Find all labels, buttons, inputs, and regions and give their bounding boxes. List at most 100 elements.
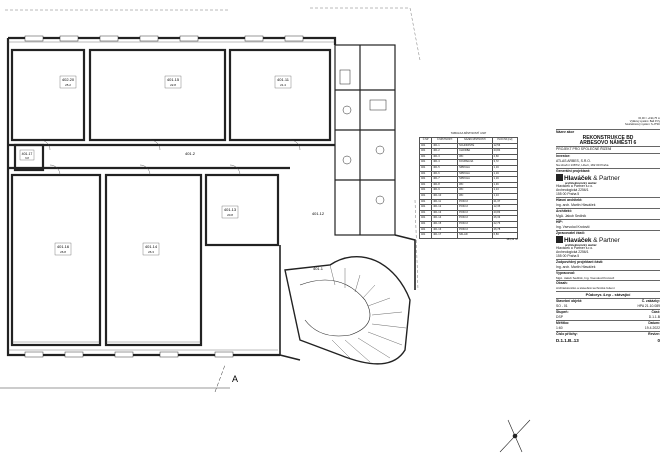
room-id-401-14: 401.14 (145, 244, 158, 249)
room-labels (19, 75, 292, 256)
architect-name: Ing. arch. Martin Hlaváček (556, 203, 596, 207)
title-block: Název akce REKONSTRUKCE BD ARBESOVO NÁMĚ… (556, 129, 660, 343)
logo-sub: architektonický ateliér (565, 242, 597, 247)
table-cell: 6,83 (491, 232, 519, 239)
level-line: Souřadnicový systém: S-JTSK (624, 123, 660, 127)
section-mark: A (232, 374, 238, 384)
level-info: ±0,00 = +194,75 m Výškový systém: Balt P… (556, 117, 660, 126)
firm-logo-2: Hlaváček & Partner (556, 236, 660, 244)
level-line: ±0,00 = +194,75 m (638, 117, 660, 120)
revize-label: Revize: (648, 331, 660, 336)
table-cell: 401 (418, 232, 433, 239)
room-tag-401-15: 22.8 (170, 83, 176, 87)
room-table-caption: TABULKA MÍSTNOSTÍ 4.NP (450, 131, 487, 135)
room-tag-401-13: 20.8 (227, 213, 233, 217)
room-table-grid: Č.NP Č.MÍSTNOSTI NÁZEV MÍSTNOSTI PLOCHA … (418, 137, 519, 239)
logo-amp: & Partner (593, 237, 620, 245)
firm2-street: Archeologická 2256/1 (556, 250, 589, 255)
firm2-city: 155 00 Praha 5 (556, 254, 580, 259)
wall-hatch (8, 41, 335, 351)
room-id-402-20: 402.20 (62, 77, 75, 82)
cast-label: Část: (651, 309, 660, 314)
datum-label: Datum: (648, 320, 660, 325)
staircase (284, 255, 411, 365)
room-schedule-table: TABULKA MÍSTNOSTÍ 4.NP Č.NP Č.MÍSTNOSTI … (418, 131, 519, 241)
section-line (0, 364, 230, 393)
room-id-401-11: 401.11 (277, 77, 290, 82)
room-tag-401-11: 21.4 (280, 83, 286, 87)
architect-label: Hlavní architekt: (556, 197, 660, 204)
investor-label: Investor: (556, 153, 660, 160)
stupen-cast-values: DSP D.1.1.B (556, 314, 660, 320)
logo-mark-icon (556, 174, 563, 182)
so-label: Stavební objekt: (556, 299, 583, 304)
firm2-name: Hlaváček a Partner s.r.o. (556, 246, 594, 251)
firm-logo: Hlaváček & Partner (556, 174, 660, 182)
hip-name: Ing. Vsevolod Krotovič (556, 224, 590, 229)
architekt-label: Architekt: (556, 207, 660, 215)
vypracoval-names: MgA. Jakub Sedlník, Ing. Vsevolod Krotov… (556, 275, 615, 280)
cislo-label: Číslo přílohy: (556, 331, 578, 336)
firm-city: 155 00 Praha 5 (556, 192, 580, 197)
obsah-label: Obsah: (556, 280, 660, 287)
room-id-401-17: 401.17 (22, 152, 33, 156)
room-id-401-1: 401.1 (313, 266, 324, 271)
stupen-cast-labels: Stupeň: Část: (556, 308, 660, 316)
cast-value: D.1.1.B (648, 314, 660, 319)
logo-name: Hlaváček (564, 237, 592, 245)
nazev-row: Název akce (556, 129, 660, 136)
stair-wall (279, 234, 416, 361)
firm-name: Hlaváček a Partner s.r.o. (556, 184, 594, 189)
logo-mark-icon (556, 236, 563, 244)
responsible-label: Zodpovědný projektant části: (556, 259, 660, 266)
revize-value: 0 (657, 337, 660, 343)
so-value: SO - 01 (556, 304, 568, 309)
meritko-label: Měřítko: (556, 320, 570, 325)
logo-sub: architektonický ateliér (565, 180, 597, 185)
outline-dashed (5, 7, 421, 291)
door-swings (39, 139, 301, 176)
windows (24, 35, 304, 358)
drawing-title: Půdorys 4.np - stávající (556, 290, 660, 299)
obsah-text: Architektonicko a stavebně technické řeš… (556, 286, 615, 291)
room-table-total: 183,52 m² (506, 237, 518, 241)
nazev-label: Název akce (556, 130, 575, 134)
stupen-value: DSP (556, 314, 563, 319)
outer-walls (6, 36, 337, 357)
cz-label: Č. zakázky: (641, 299, 660, 304)
logo-name: Hlaváček (564, 175, 592, 183)
investor-address: Na úboční 1387/2, Libeň, 182 00 Praha (556, 163, 609, 168)
room-id-401-12: 401.12 (312, 211, 325, 216)
room-tag-402-20: 25.2 (65, 83, 71, 87)
cislo-revize-labels: Číslo přílohy: Revize: (556, 330, 660, 338)
project-stage: PROJEKT PRO SPOLEČNÉ ŘÍZENÍ (556, 146, 660, 153)
room-id-401-15: 401.15 (167, 77, 180, 82)
stair-treads (329, 264, 407, 363)
logo-amp: & Partner (593, 175, 620, 183)
room-tag-401-17: 6.8 (25, 156, 29, 160)
table-cell: 401.17 (431, 232, 459, 239)
hip-label: HIP: (556, 218, 660, 226)
room-id-401-16: 401.16 (57, 244, 70, 249)
zpracovatel-label: Zpracovatel části: (556, 229, 660, 237)
stupen-label: Stupeň: (556, 309, 569, 314)
table-cell: SKLAD (457, 232, 493, 239)
project-title-1: REKONSTRUKCE BD (582, 134, 634, 141)
gp-label: Generální projektant: (556, 167, 660, 175)
meritko-value: 1:60 (556, 325, 563, 330)
north-arrow-icon (499, 419, 531, 453)
so-cz-labels: Stavební objekt: Č. zakázky: (556, 298, 660, 305)
project-title-2: ARBESOVO NÁMĚSTÍ 6 (579, 140, 637, 147)
room-tag-401-14: 26.3 (148, 250, 154, 254)
vypracoval-label: Vypracoval: (556, 269, 660, 277)
room-tag-401-16: 26.8 (60, 250, 66, 254)
responsible-name: Ing. arch. Martin Hlaváček (556, 264, 596, 269)
